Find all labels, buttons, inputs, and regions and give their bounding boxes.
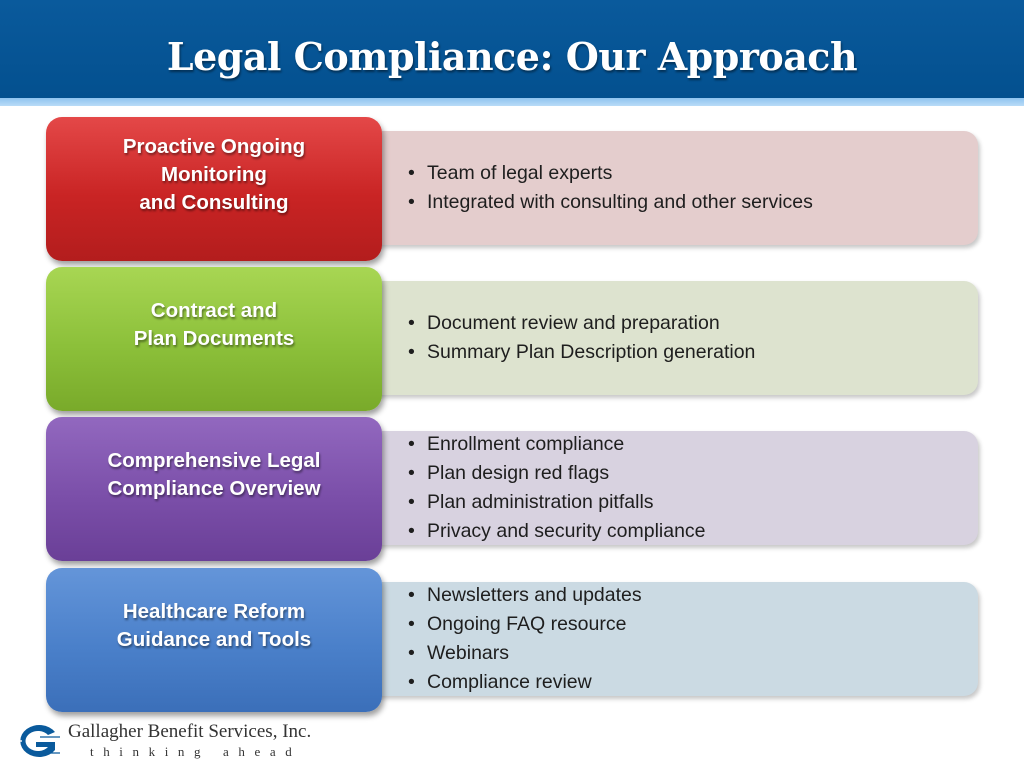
- bullet-item: Ongoing FAQ resource: [408, 610, 964, 639]
- bullet-list: Newsletters and updates Ongoing FAQ reso…: [408, 582, 964, 696]
- detail-panel: Newsletters and updates Ongoing FAQ reso…: [356, 582, 978, 696]
- bullet-list: Enrollment compliance Plan design red fl…: [408, 431, 964, 545]
- approach-row-documents: Document review and preparation Summary …: [46, 267, 980, 411]
- category-box: Comprehensive Legal Compliance Overview: [46, 417, 382, 561]
- category-label: Contract and Plan Documents: [133, 299, 295, 350]
- category-box: Contract and Plan Documents: [46, 267, 382, 411]
- bullet-item: Plan design red flags: [408, 459, 964, 488]
- approach-row-monitoring: Team of legal experts Integrated with co…: [46, 117, 980, 261]
- category-label: Healthcare Reform Guidance and Tools: [116, 600, 312, 651]
- bullet-item: Compliance review: [408, 668, 964, 697]
- bullet-item: Team of legal experts: [408, 159, 964, 188]
- bullet-item: Enrollment compliance: [408, 430, 964, 459]
- category-box: Proactive Ongoing Monitoring and Consult…: [46, 117, 382, 261]
- bullet-item: Privacy and security compliance: [408, 517, 964, 546]
- title-banner-rule: [0, 98, 1024, 106]
- company-name: Gallagher Benefit Services, Inc.: [68, 721, 312, 742]
- approach-row-compliance: Enrollment compliance Plan design red fl…: [46, 417, 980, 561]
- bullet-list: Document review and preparation Summary …: [408, 281, 964, 395]
- gallagher-g-logo-icon: [10, 725, 60, 757]
- detail-panel: Document review and preparation Summary …: [356, 281, 978, 395]
- title-banner: [0, 0, 1024, 98]
- bullet-item: Summary Plan Description generation: [408, 338, 964, 367]
- bullet-item: Integrated with consulting and other ser…: [408, 188, 964, 217]
- slide-title: Legal Compliance: Our Approach: [166, 34, 858, 79]
- company-logo: Gallagher Benefit Services, Inc. thinkin…: [6, 720, 311, 762]
- bullet-item: Newsletters and updates: [408, 581, 964, 610]
- category-label: Proactive Ongoing Monitoring and Consult…: [122, 135, 306, 214]
- detail-panel: Team of legal experts Integrated with co…: [356, 131, 978, 245]
- category-box: Healthcare Reform Guidance and Tools: [46, 568, 382, 712]
- bullet-item: Plan administration pitfalls: [408, 488, 964, 517]
- approach-row-healthcare: Newsletters and updates Ongoing FAQ reso…: [46, 568, 980, 712]
- bullet-list: Team of legal experts Integrated with co…: [408, 131, 964, 245]
- company-tagline: thinking ahead: [90, 744, 302, 759]
- bullet-item: Document review and preparation: [408, 309, 964, 338]
- category-label: Comprehensive Legal Compliance Overview: [107, 449, 321, 500]
- detail-panel: Enrollment compliance Plan design red fl…: [356, 431, 978, 545]
- bullet-item: Webinars: [408, 639, 964, 668]
